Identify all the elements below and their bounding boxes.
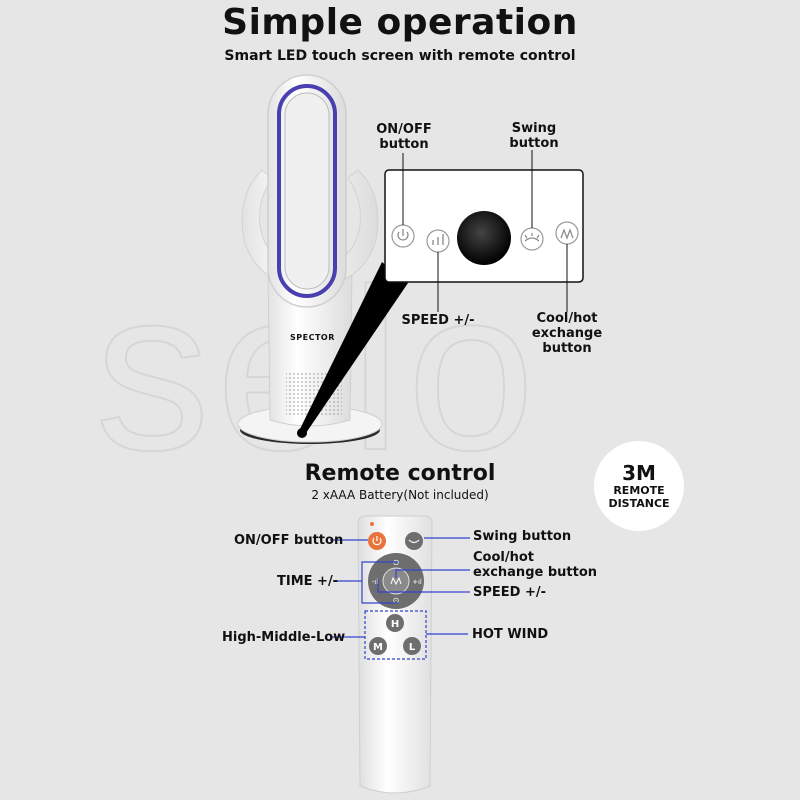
fan-illustration [237, 74, 408, 444]
power-icon [372, 536, 382, 546]
panel-leader-lines [402, 150, 568, 312]
remote-label-onoff: ON/OFF button [234, 533, 344, 548]
remote-label-hml: High-Middle-Low [222, 630, 346, 645]
remote-label-swing: Swing button [473, 529, 572, 544]
panel-power-button[interactable] [391, 224, 415, 248]
swing-icon [524, 233, 540, 242]
panel-swing-button[interactable] [520, 227, 544, 251]
remote-label-speed: SPEED +/- [473, 585, 547, 600]
panel-coolhot-button[interactable] [555, 221, 579, 245]
remote-illustration: ⊙ ⊙ -ıl +ıl H M L [357, 515, 433, 794]
panel-label-onoff: ON/OFF button [376, 122, 432, 152]
page-title: Simple operation [222, 2, 578, 43]
key-m-label: M [373, 642, 383, 653]
key-l-label: L [409, 642, 416, 653]
remote-title: Remote control [304, 461, 496, 486]
remote-distance-badge: 3M REMOTE DISTANCE [594, 441, 684, 531]
remote-distance-value: 3M [622, 461, 656, 485]
panel-speed-button[interactable] [426, 229, 450, 253]
fan-brand-logo: SPECTOR [290, 333, 335, 342]
coolhot-icon [560, 228, 574, 240]
control-panel-zoom [384, 150, 584, 312]
remote-label-coolhot: Cool/hot exchange button [473, 550, 598, 580]
remote-coolhot-button[interactable] [382, 567, 410, 595]
remote-label-time: TIME +/- [277, 574, 339, 589]
remote-subtitle: 2 xAAA Battery(Not included) [311, 488, 489, 502]
remote-swing-button[interactable] [405, 532, 423, 550]
key-h-label: H [391, 619, 399, 630]
remote-power-button[interactable] [368, 532, 386, 550]
remote-key-h[interactable]: H [386, 614, 404, 632]
speed-up-icon[interactable]: +ıl [412, 578, 422, 586]
panel-label-swing: Swing button [509, 121, 559, 151]
speed-bars-icon [432, 234, 444, 245]
hml-highlight-box [364, 610, 427, 660]
panel-label-coolhot: Cool/hot exchange button [531, 311, 603, 356]
speed-down-icon[interactable]: -ıl [372, 578, 378, 586]
panel-knob[interactable] [457, 211, 511, 265]
remote-distance-label: REMOTE DISTANCE [608, 484, 670, 510]
fan-ring-inner [284, 92, 330, 290]
time-down-icon[interactable]: ⊙ [393, 596, 400, 605]
page-subtitle: Smart LED touch screen with remote contr… [224, 48, 576, 64]
remote-label-hotwind: HOT WIND [472, 627, 549, 642]
power-icon [397, 229, 409, 241]
remote-indicator-led [370, 522, 374, 526]
fan-ring-light [277, 84, 337, 298]
remote-leader-lines [330, 537, 470, 638]
swing-icon [408, 539, 420, 544]
zoom-wedge [298, 262, 408, 433]
coolhot-icon [390, 576, 402, 586]
panel-label-speed: SPEED +/- [401, 313, 475, 328]
remote-key-l[interactable]: L [403, 637, 421, 655]
remote-key-m[interactable]: M [369, 637, 387, 655]
